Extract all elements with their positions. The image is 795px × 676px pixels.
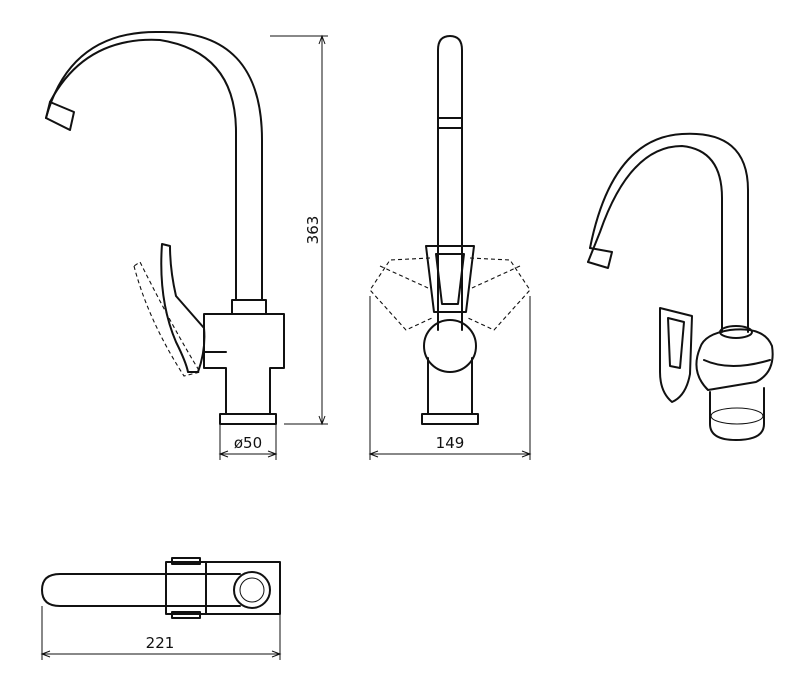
reach-dimension-label: 221 bbox=[146, 634, 175, 652]
width-dimension-label: 149 bbox=[436, 434, 465, 452]
height-dimension-label: 363 bbox=[304, 216, 322, 245]
side-view: 363 ø50 bbox=[45, 30, 328, 460]
top-view: 221 bbox=[40, 557, 282, 660]
diameter-dimension-label: ø50 bbox=[234, 434, 262, 452]
perspective-view bbox=[587, 132, 774, 441]
front-view: 149 bbox=[368, 35, 532, 460]
